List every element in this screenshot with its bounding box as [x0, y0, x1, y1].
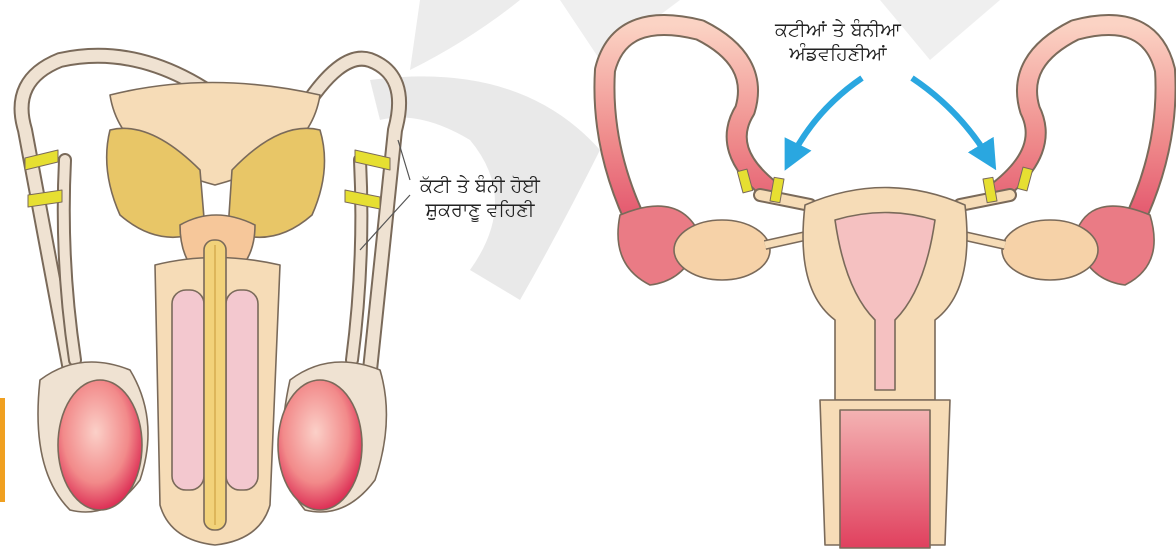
left-erectile-tissue [172, 290, 204, 490]
vas-deferens-label-line2: ਸ਼ੁਕਰਾਣੂ ਵਹਿਣੀ [420, 198, 540, 222]
left-ovary [674, 220, 770, 280]
vagina [840, 410, 930, 548]
left-testis [58, 380, 142, 510]
male-reproductive-system [22, 56, 410, 545]
vas-deferens-label: ਕੱਟੀ ਤੇ ਬੰਨੀ ਹੋਈ ਸ਼ੁਕਰਾਣੂ ਵਹਿਣੀ [420, 174, 540, 222]
fallopian-tubes-label-line2: ਅੰਡਵਹਿਣੀਆਂ [775, 42, 901, 66]
vas-deferens-label-line1: ਕੱਟੀ ਤੇ ਬੰਨੀ ਹੋਈ [420, 174, 540, 198]
left-arrow [790, 78, 862, 160]
right-arrow [912, 78, 990, 160]
right-erectile-tissue [226, 290, 258, 490]
fallopian-tubes-label-line1: ਕਟੀਆਂ ਤੇ ਬੰਨੀਆ [775, 18, 901, 42]
right-testis [278, 380, 362, 510]
right-ovary [1002, 220, 1098, 280]
fallopian-tubes-label: ਕਟੀਆਂ ਤੇ ਬੰਨੀਆ ਅੰਡਵਹਿਣੀਆਂ [775, 18, 901, 66]
female-reproductive-system [604, 25, 1165, 548]
